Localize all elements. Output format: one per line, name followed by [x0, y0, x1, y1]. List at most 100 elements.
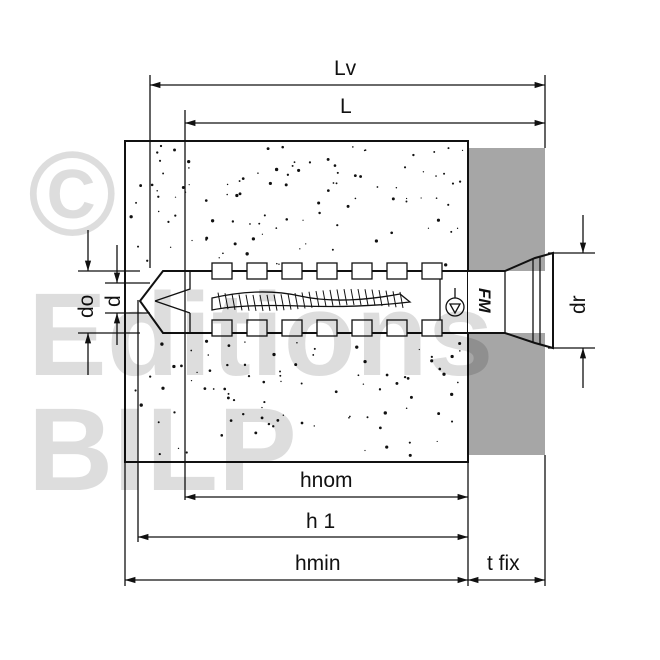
aggregate-dot	[156, 151, 159, 154]
label-Lv: Lv	[334, 57, 357, 80]
aggregate-dot	[167, 220, 170, 223]
aggregate-dot	[336, 171, 339, 174]
aggregate-dot	[226, 183, 229, 186]
watermark-editions: Editions	[28, 269, 493, 401]
aggregate-dot	[135, 201, 137, 204]
thread-line	[385, 290, 390, 307]
anchor-tooth	[281, 262, 303, 280]
thread-line	[322, 290, 327, 307]
thread-line	[273, 294, 278, 311]
aggregate-dot	[403, 166, 407, 169]
aggregate-dot	[385, 445, 389, 449]
aggregate-dot	[359, 175, 363, 178]
aggregate-dot	[437, 412, 441, 416]
anchor-plug: FM	[138, 251, 554, 350]
aggregate-dot	[208, 369, 212, 372]
aggregate-dot	[405, 197, 408, 200]
aggregate-dot	[150, 183, 154, 187]
aggregate-dot	[408, 441, 411, 444]
aggregate-dot	[294, 363, 298, 367]
thread-line	[266, 294, 271, 311]
aggregate-dot	[173, 411, 176, 414]
aggregate-dot	[378, 388, 382, 391]
aggregate-dot	[267, 422, 271, 426]
label-dr: dr	[567, 295, 590, 314]
aggregate-dot	[210, 219, 215, 223]
aggregate-dot	[251, 237, 256, 241]
aggregate-dot	[174, 196, 177, 198]
aggregate-dot	[313, 425, 315, 427]
anchor-tooth	[316, 262, 338, 280]
aggregate-dot	[260, 416, 264, 420]
aggregate-dot	[231, 220, 235, 223]
aggregate-dot	[284, 183, 288, 187]
aggregate-dot	[169, 246, 172, 248]
label-d: d	[102, 295, 125, 307]
aggregate-dot	[286, 173, 290, 176]
aggregate-dot	[157, 421, 160, 424]
aggregate-dot	[363, 149, 366, 152]
thread-line	[308, 291, 313, 308]
aggregate-dot	[160, 342, 164, 346]
aggregate-dot	[254, 431, 258, 435]
aggregate-dot	[436, 218, 441, 222]
anchor-tooth	[211, 262, 233, 280]
aggregate-dot	[458, 180, 462, 183]
aggregate-dot	[285, 218, 289, 221]
thread-line	[301, 292, 306, 309]
aggregate-dot	[352, 146, 354, 148]
aggregate-dot	[280, 380, 282, 383]
aggregate-dot	[275, 227, 278, 229]
aggregate-dot	[451, 182, 455, 185]
aggregate-dot	[418, 348, 420, 351]
aggregate-dot	[364, 449, 366, 452]
aggregate-dot	[247, 375, 251, 378]
aggregate-dot	[293, 161, 296, 164]
aggregate-dot	[172, 364, 176, 369]
aggregate-dot	[385, 373, 389, 377]
aggregate-dot	[447, 147, 450, 150]
aggregate-dot	[374, 239, 378, 243]
aggregate-dot	[326, 189, 330, 192]
aggregate-dot	[229, 419, 233, 422]
aggregate-dot	[435, 175, 437, 177]
aggregate-dot	[312, 354, 315, 356]
thread-line	[399, 291, 404, 309]
thread-line	[217, 292, 222, 309]
aggregate-dot	[232, 398, 236, 402]
anchor-tooth	[386, 319, 408, 337]
aggregate-dot	[226, 396, 230, 400]
anchor-tooth	[351, 319, 373, 337]
aggregate-dot	[203, 387, 207, 390]
thread-line	[357, 288, 362, 306]
thread-line	[280, 294, 285, 311]
thread-line	[245, 294, 250, 311]
aggregate-dot	[335, 182, 338, 185]
aggregate-dot	[450, 354, 454, 359]
aggregate-dot	[274, 167, 279, 172]
label-tfix: t fix	[487, 552, 520, 575]
thread-line	[238, 294, 243, 311]
aggregate-dot	[353, 174, 357, 178]
aggregate-dot	[249, 223, 251, 225]
aggregate-dot	[162, 172, 165, 175]
aggregate-dot	[354, 197, 357, 200]
watermark-bilp: BILP	[28, 384, 297, 516]
label-hnom: hnom	[300, 469, 353, 492]
aggregate-dot	[263, 214, 266, 217]
aggregate-dot	[235, 193, 239, 198]
label-do: do	[75, 295, 98, 318]
aggregate-dot	[227, 344, 231, 347]
thread-line	[224, 293, 229, 310]
anchor-tooth	[316, 319, 338, 337]
concrete-aggregate-dots	[129, 144, 464, 457]
aggregate-dot	[376, 186, 379, 188]
aggregate-dot	[205, 238, 208, 241]
aggregate-dot	[129, 215, 133, 219]
aggregate-dot	[139, 403, 143, 407]
aggregate-dot	[181, 186, 185, 190]
aggregate-dot	[226, 193, 228, 196]
aggregate-dot	[268, 181, 272, 185]
aggregate-dot	[317, 201, 321, 205]
